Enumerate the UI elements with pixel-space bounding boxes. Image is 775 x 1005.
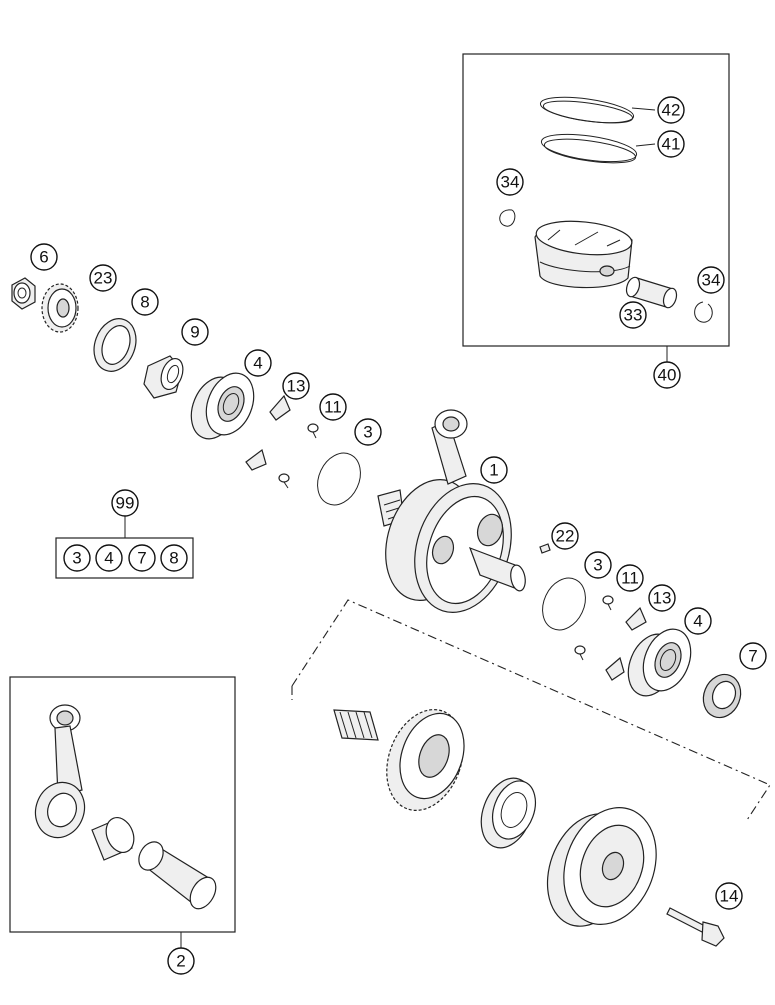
part-23-gear	[41, 283, 79, 333]
needle-bearing	[333, 709, 379, 741]
callout-1: 1	[480, 456, 508, 484]
part-13-lock-washer-right-a	[625, 606, 647, 631]
svg-text:1: 1	[489, 461, 498, 480]
part-1-crankshaft	[377, 409, 526, 613]
callout-13-left: 13	[282, 372, 310, 400]
piston-ring-42	[539, 96, 635, 124]
piston	[534, 220, 633, 289]
conrod-kit-frame	[9, 676, 236, 933]
starter-group	[291, 599, 771, 927]
kit-99-item-3: 3	[63, 544, 91, 572]
part-6-nut	[11, 277, 36, 310]
part-13-lock-washer-left-b	[245, 448, 267, 471]
svg-text:34: 34	[501, 173, 520, 192]
callout-34-left: 34	[496, 168, 524, 196]
part-9-bushing	[143, 355, 184, 399]
svg-text:4: 4	[104, 549, 113, 568]
crankpin	[138, 841, 217, 910]
circlip-right	[694, 301, 713, 323]
svg-text:7: 7	[137, 549, 146, 568]
part-13-lock-washer-right-b	[605, 656, 625, 681]
svg-text:3: 3	[593, 556, 602, 575]
svg-text:14: 14	[720, 887, 739, 906]
piston-ring-41	[540, 133, 638, 164]
callout-23: 23	[89, 264, 117, 292]
callout-41: 41	[657, 130, 685, 158]
part-14-bolt	[666, 907, 725, 947]
svg-text:34: 34	[702, 271, 721, 290]
callout-9: 9	[181, 318, 209, 346]
kit-99-item-8: 8	[160, 544, 188, 572]
part-11-screw-right-a	[602, 595, 614, 611]
part-13-lock-washer-left-a	[269, 394, 291, 421]
circlip-left	[499, 209, 516, 227]
kit-99-item-7: 7	[128, 544, 156, 572]
part-11-screw-left-b	[278, 473, 290, 489]
callout-42: 42	[657, 96, 685, 124]
svg-text:2: 2	[176, 952, 185, 971]
callout-2: 2	[167, 947, 195, 975]
svg-text:8: 8	[140, 293, 149, 312]
svg-text:4: 4	[693, 612, 702, 631]
svg-text:7: 7	[748, 647, 757, 666]
callout-11-left: 11	[319, 393, 347, 421]
starter-gear	[386, 709, 465, 811]
callout-22: 22	[551, 522, 579, 550]
callout-3-right: 3	[584, 551, 612, 579]
part-7-shaft-seal	[702, 673, 742, 719]
callout-14: 14	[715, 882, 743, 910]
svg-text:13: 13	[287, 377, 306, 396]
kit-99-item-4: 4	[95, 544, 123, 572]
callout-13-right: 13	[648, 584, 676, 612]
svg-text:33: 33	[624, 306, 643, 325]
piston-kit-group	[462, 53, 730, 362]
callout-4-right: 4	[684, 607, 712, 635]
callout-3-left: 3	[354, 418, 382, 446]
crankpin-bearing	[91, 817, 135, 861]
svg-text:99: 99	[116, 494, 135, 513]
part-3-shim-right	[542, 577, 586, 631]
callout-7: 7	[739, 642, 767, 670]
freewheel	[480, 777, 537, 849]
piston-kit-frame	[462, 53, 730, 347]
part-4-bearing-right	[627, 628, 692, 697]
svg-text:22: 22	[556, 527, 575, 546]
callout-6: 6	[30, 243, 58, 271]
callout-11-right: 11	[616, 564, 644, 592]
svg-text:42: 42	[662, 101, 681, 120]
part-8-seal-ring	[93, 318, 137, 372]
callout-99: 99	[111, 489, 139, 517]
kit-99-frame	[55, 537, 194, 579]
svg-text:3: 3	[363, 423, 372, 442]
callout-34-right: 34	[697, 266, 725, 294]
part-3-shim-left	[317, 452, 361, 506]
callout-33: 33	[619, 301, 647, 329]
part-22-key	[539, 543, 551, 554]
part-11-screw-right-b	[574, 645, 586, 661]
connecting-rod-kit-group	[9, 676, 236, 948]
svg-text:13: 13	[653, 589, 672, 608]
svg-text:3: 3	[72, 549, 81, 568]
part-4-bearing-left	[190, 372, 255, 440]
connecting-rod	[34, 704, 86, 839]
svg-text:40: 40	[658, 366, 677, 385]
rotor	[546, 807, 657, 927]
callout-8: 8	[131, 288, 159, 316]
svg-text:9: 9	[190, 323, 199, 342]
callout-4-left: 4	[244, 349, 272, 377]
svg-text:11: 11	[324, 398, 342, 417]
svg-text:4: 4	[253, 354, 262, 373]
kit-99-group	[55, 516, 194, 579]
svg-text:6: 6	[39, 248, 48, 267]
callout-40: 40	[653, 361, 681, 389]
svg-text:8: 8	[169, 549, 178, 568]
svg-text:11: 11	[621, 569, 639, 588]
piston-pin	[625, 276, 678, 309]
svg-text:41: 41	[662, 135, 681, 154]
part-11-screw-left-a	[307, 423, 319, 439]
svg-text:23: 23	[94, 269, 113, 288]
